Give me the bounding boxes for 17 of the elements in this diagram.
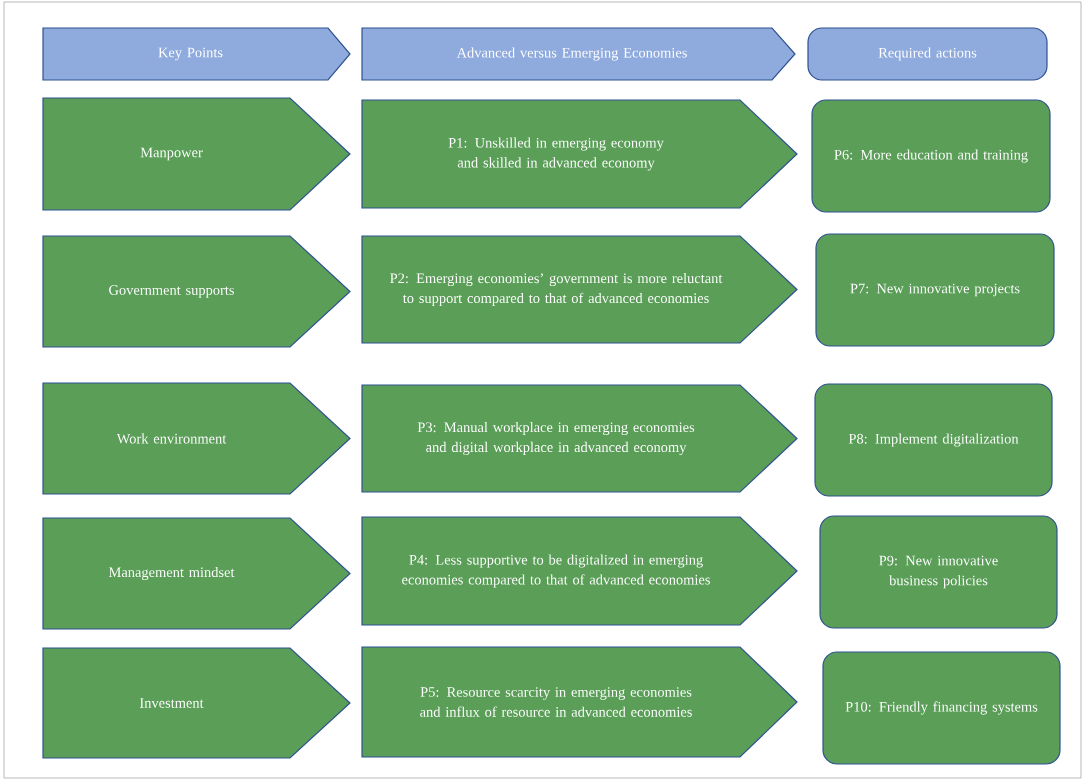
action-box: P6: More education and training (811, 99, 1051, 213)
arrow-box: P3: Manual workplace in emerging economies and digital workplace in advanced economy (361, 384, 798, 493)
arrow-box: P2: Emerging economies’ government is more reluctant to support compared to that of advanced economies (361, 235, 798, 344)
header-arrow-box: Key Points (42, 27, 351, 81)
arrow-box: Investment (42, 647, 351, 759)
arrow-box: P4: Less supportive to be digitalized in emerging economies compared to that of advanced economies (361, 516, 798, 626)
arrow-box: Management mindset (42, 517, 351, 630)
action-box: P9: New innovative business policies (819, 515, 1058, 629)
action-box: P10: Friendly financing systems (822, 651, 1061, 765)
header-action-box: Required actions (807, 27, 1048, 81)
arrow-box: P1: Unskilled in emerging economy and skilled in advanced economy (361, 99, 798, 209)
action-box: P8: Implement digitalization (814, 383, 1053, 497)
arrow-box: Manpower (42, 97, 351, 211)
arrow-box: Work environment (42, 382, 351, 495)
arrow-box: Government supports (42, 235, 351, 348)
arrow-box: P5: Resource scarcity in emerging economies and influx of resource in advanced economies (361, 646, 798, 758)
action-box: P7: New innovative projects (815, 233, 1055, 347)
